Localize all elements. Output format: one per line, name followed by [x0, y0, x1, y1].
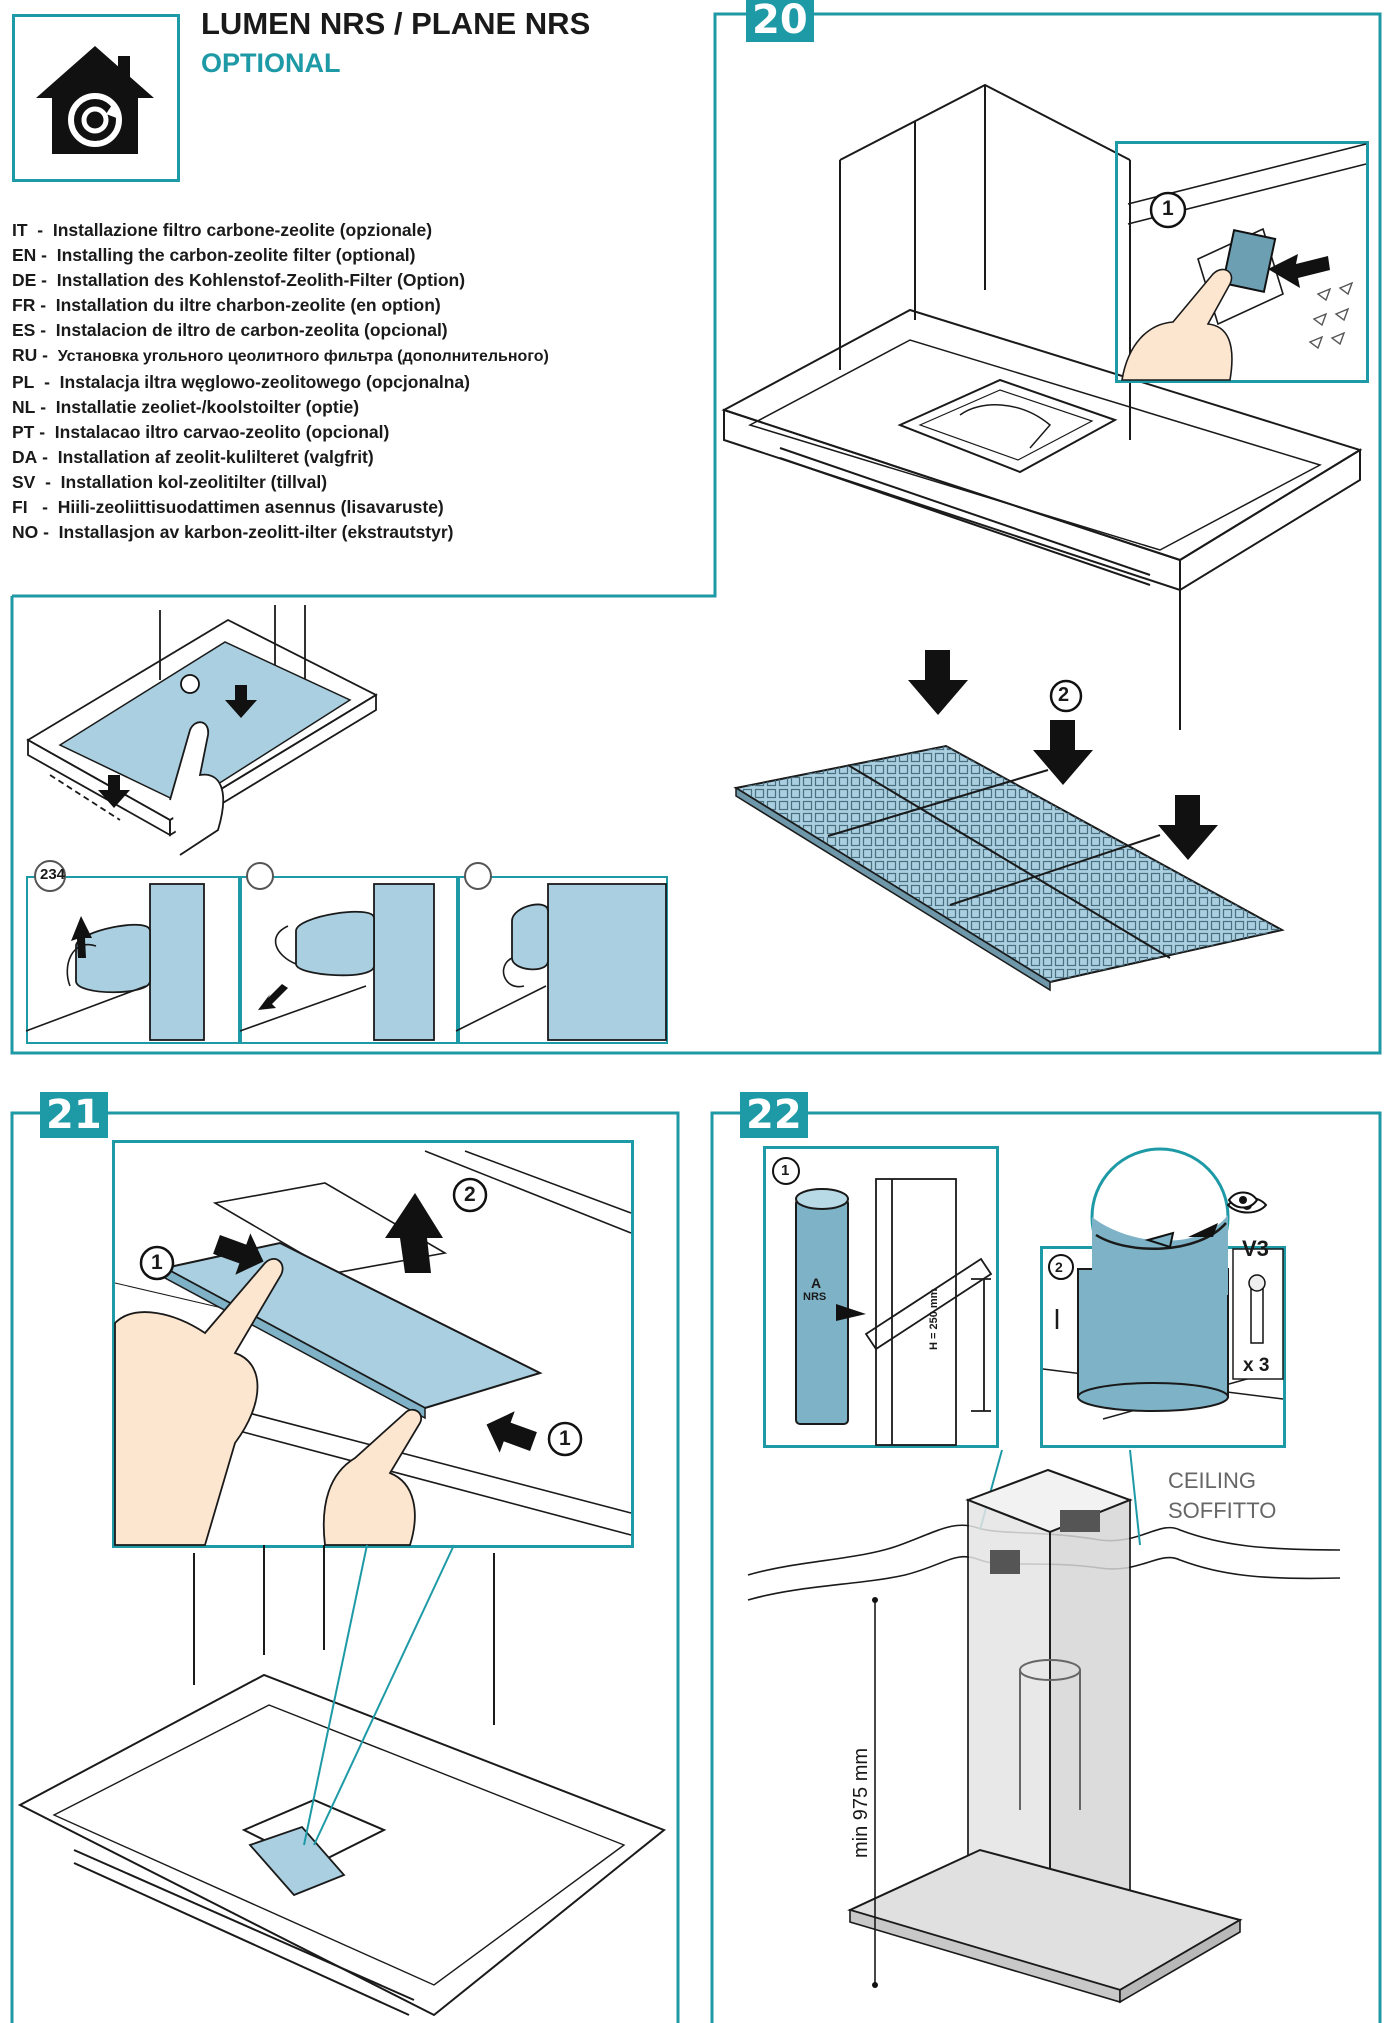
ceiling-label: CEILING	[1168, 1468, 1257, 1493]
carbon-filter-panels	[733, 744, 1285, 992]
lang-row: DE - Installation des Kohlenstof-Zeolith…	[12, 270, 466, 291]
filter-release-inset-drawing	[1121, 143, 1367, 381]
recirculation-house-icon	[36, 46, 154, 154]
lang-row: DA - Installation af zeolit-kulilteret (…	[12, 446, 374, 467]
step-22-frame	[710, 1111, 1382, 2023]
filter-unlatch-inset-drawing	[114, 1150, 632, 1546]
lang-row: NO - Installasjon av karbon-zeolitt-ilte…	[12, 522, 454, 543]
hood-filter-removal-drawing	[26, 605, 378, 856]
clip-panel-2	[240, 876, 458, 1044]
height-dimension: H = 250 mm	[928, 1288, 940, 1350]
inset-1-callout: 1	[781, 1162, 790, 1179]
language-list: IT - Installazione filtro carbone-zeolit…	[12, 218, 549, 545]
lang-row: ES - Instalacion de iltro de carbon-zeol…	[12, 320, 448, 341]
lang-row: IT - Installazione filtro carbone-zeolit…	[12, 220, 433, 240]
clip-sequence-label: 234	[40, 866, 66, 883]
screw-code: V3	[1242, 1236, 1269, 1261]
lang-row: FR - Installation du iltre charbon-zeoli…	[12, 295, 441, 316]
page-subtitle: OPTIONAL	[201, 48, 341, 78]
bracket-magnifier	[1090, 1147, 1268, 1295]
page-title: LUMEN NRS / PLANE NRS	[201, 6, 591, 41]
soffitto-label: SOFFITTO	[1168, 1498, 1277, 1523]
lang-row: RU - Установка угольного цеолитного филь…	[12, 345, 549, 366]
step-number-20: 20	[746, 0, 814, 42]
step-20-frame	[10, 12, 1382, 1055]
lang-row: SV - Installation kol-zeolitilter (tillv…	[12, 471, 328, 492]
step-number-22: 22	[740, 1092, 808, 1138]
lang-row: EN - Installing the carbon-zeolite filte…	[12, 245, 416, 266]
step-21-callout-2: 2	[464, 1183, 476, 1206]
min-height-dimension: min 975 mm	[850, 1747, 872, 1858]
clip-panel-drawings	[25, 860, 667, 1041]
step-22-inset-1-frame	[763, 1146, 999, 1448]
lang-row: PL - Instalacja iltra węglowo-zeolitoweg…	[12, 371, 470, 392]
inset-2-callout: 2	[1055, 1259, 1063, 1275]
screw-quantity: x 3	[1243, 1355, 1270, 1376]
adapter-label-a: A	[811, 1275, 822, 1291]
callout-2-label: 2	[1058, 684, 1070, 706]
adapter-height-drawing	[772, 1157, 993, 1446]
callout-2-icon	[1049, 679, 1083, 713]
step-21-callout-1b: 1	[559, 1427, 571, 1450]
lang-row: PT - Instalacao iltro carvao-zeolito (op…	[12, 421, 390, 442]
clip-panel-3	[458, 876, 668, 1044]
step-21-hood-drawing	[17, 1544, 666, 2017]
lang-row: NL - Installatie zeoliet-/koolstoilter (…	[12, 396, 360, 417]
inset-callout-1-label: 1	[1162, 197, 1174, 220]
step-20-hood-drawing	[721, 83, 1363, 860]
logo-frame	[12, 14, 180, 182]
step-20-inset-frame	[1115, 141, 1369, 383]
step-21-frame	[10, 1111, 680, 2023]
eye-icon	[1227, 1191, 1259, 1209]
lang-row: FI - Hiili-zeoliittisuodattimen asennus …	[12, 497, 444, 518]
step-21-inset-frame	[112, 1140, 634, 1548]
step-21-callout-1a: 1	[151, 1251, 163, 1274]
step-number-21: 21	[40, 1092, 108, 1138]
adapter-label-nrs: NRS	[803, 1291, 827, 1303]
chimney-installation-drawing	[747, 1449, 1341, 2004]
clip-panel-1	[26, 876, 240, 1044]
